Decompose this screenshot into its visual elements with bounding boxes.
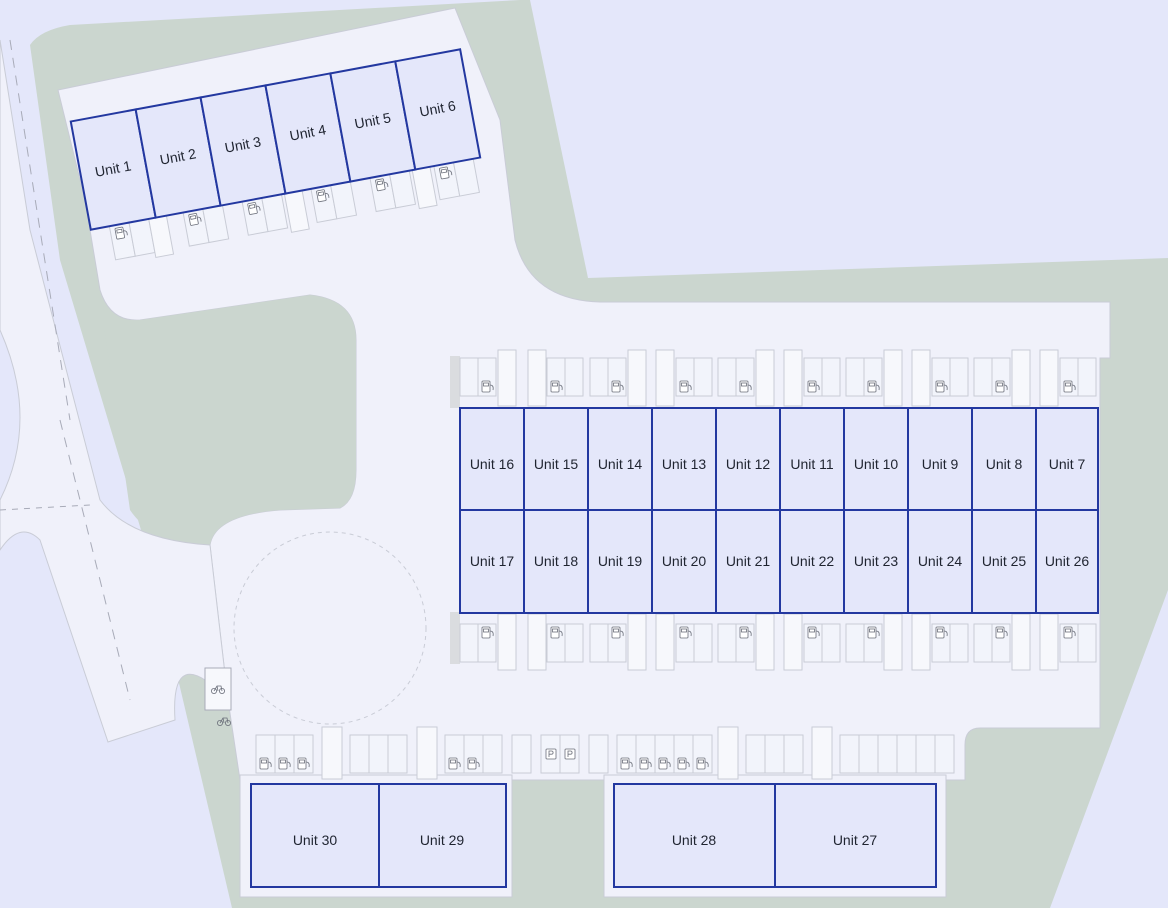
unit-29[interactable]: Unit 29 [378, 783, 507, 888]
unit-23[interactable]: Unit 23 [843, 509, 909, 614]
unit-label: Unit 23 [854, 553, 899, 569]
unit-label: Unit 3 [223, 133, 262, 155]
unit-12[interactable]: Unit 12 [715, 407, 781, 511]
unit-26[interactable]: Unit 26 [1035, 509, 1099, 614]
unit-19[interactable]: Unit 19 [587, 509, 653, 614]
north-units-block: Unit 1 Unit 2 Unit 3 Unit 4 Unit 5 Unit … [69, 48, 482, 231]
unit-11[interactable]: Unit 11 [779, 407, 845, 511]
unit-13[interactable]: Unit 13 [651, 407, 717, 511]
unit-label: Unit 22 [790, 553, 835, 569]
unit-8[interactable]: Unit 8 [971, 407, 1037, 511]
unit-label: Unit 29 [420, 832, 465, 848]
unit-label: Unit 6 [418, 97, 457, 119]
unit-16[interactable]: Unit 16 [459, 407, 525, 511]
unit-label: Unit 26 [1045, 553, 1090, 569]
unit-label: Unit 27 [833, 832, 878, 848]
unit-28[interactable]: Unit 28 [613, 783, 776, 888]
turning-circle [233, 531, 427, 725]
unit-label: Unit 24 [918, 553, 963, 569]
unit-25[interactable]: Unit 25 [971, 509, 1037, 614]
unit-10[interactable]: Unit 10 [843, 407, 909, 511]
unit-27[interactable]: Unit 27 [774, 783, 937, 888]
east-parking-top [450, 349, 1097, 408]
south-west-units: Unit 30 Unit 29 [250, 783, 507, 888]
unit-9[interactable]: Unit 9 [907, 407, 973, 511]
unit-label: Unit 20 [662, 553, 707, 569]
unit-4[interactable]: Unit 4 [264, 72, 352, 195]
unit-label: Unit 4 [288, 121, 327, 143]
unit-label: Unit 7 [1049, 456, 1086, 472]
south-parking [255, 726, 955, 780]
landscape-island [100, 295, 356, 548]
unit-15[interactable]: Unit 15 [523, 407, 589, 511]
unit-24[interactable]: Unit 24 [907, 509, 973, 614]
unit-3[interactable]: Unit 3 [199, 84, 287, 207]
unit-22[interactable]: Unit 22 [779, 509, 845, 614]
parking-icon [564, 748, 576, 760]
unit-label: Unit 14 [598, 456, 643, 472]
unit-label: Unit 16 [470, 456, 515, 472]
unit-17[interactable]: Unit 17 [459, 509, 525, 614]
unit-label: Unit 30 [293, 832, 338, 848]
unit-label: Unit 10 [854, 456, 899, 472]
unit-label: Unit 13 [662, 456, 707, 472]
east-parking-bottom [450, 612, 1097, 671]
unit-label: Unit 19 [598, 553, 643, 569]
unit-label: Unit 5 [353, 109, 392, 131]
unit-label: Unit 12 [726, 456, 771, 472]
unit-20[interactable]: Unit 20 [651, 509, 717, 614]
unit-label: Unit 18 [534, 553, 579, 569]
unit-label: Unit 21 [726, 553, 771, 569]
parking-icon [545, 748, 557, 760]
unit-5[interactable]: Unit 5 [329, 60, 417, 183]
unit-label: Unit 17 [470, 553, 515, 569]
unit-label: Unit 9 [922, 456, 959, 472]
unit-label: Unit 11 [790, 456, 834, 472]
unit-label: Unit 2 [159, 145, 198, 167]
unit-7[interactable]: Unit 7 [1035, 407, 1099, 511]
unit-label: Unit 15 [534, 456, 579, 472]
unit-30[interactable]: Unit 30 [250, 783, 380, 888]
unit-2[interactable]: Unit 2 [134, 96, 222, 219]
unit-label: Unit 8 [986, 456, 1023, 472]
east-units-bottom-row: Unit 17 Unit 18 Unit 19 Unit 20 Unit 21 … [459, 509, 1099, 614]
unit-label: Unit 1 [94, 157, 133, 179]
north-parking [107, 152, 480, 261]
unit-1[interactable]: Unit 1 [69, 108, 157, 231]
unit-21[interactable]: Unit 21 [715, 509, 781, 614]
access-road [0, 39, 229, 743]
unit-label: Unit 28 [672, 832, 717, 848]
cycle-store [204, 667, 232, 726]
south-east-units: Unit 28 Unit 27 [613, 783, 937, 888]
unit-18[interactable]: Unit 18 [523, 509, 589, 614]
unit-6[interactable]: Unit 6 [394, 48, 482, 171]
unit-14[interactable]: Unit 14 [587, 407, 653, 511]
east-units-top-row: Unit 16 Unit 15 Unit 14 Unit 13 Unit 12 … [459, 407, 1099, 511]
unit-label: Unit 25 [982, 553, 1027, 569]
